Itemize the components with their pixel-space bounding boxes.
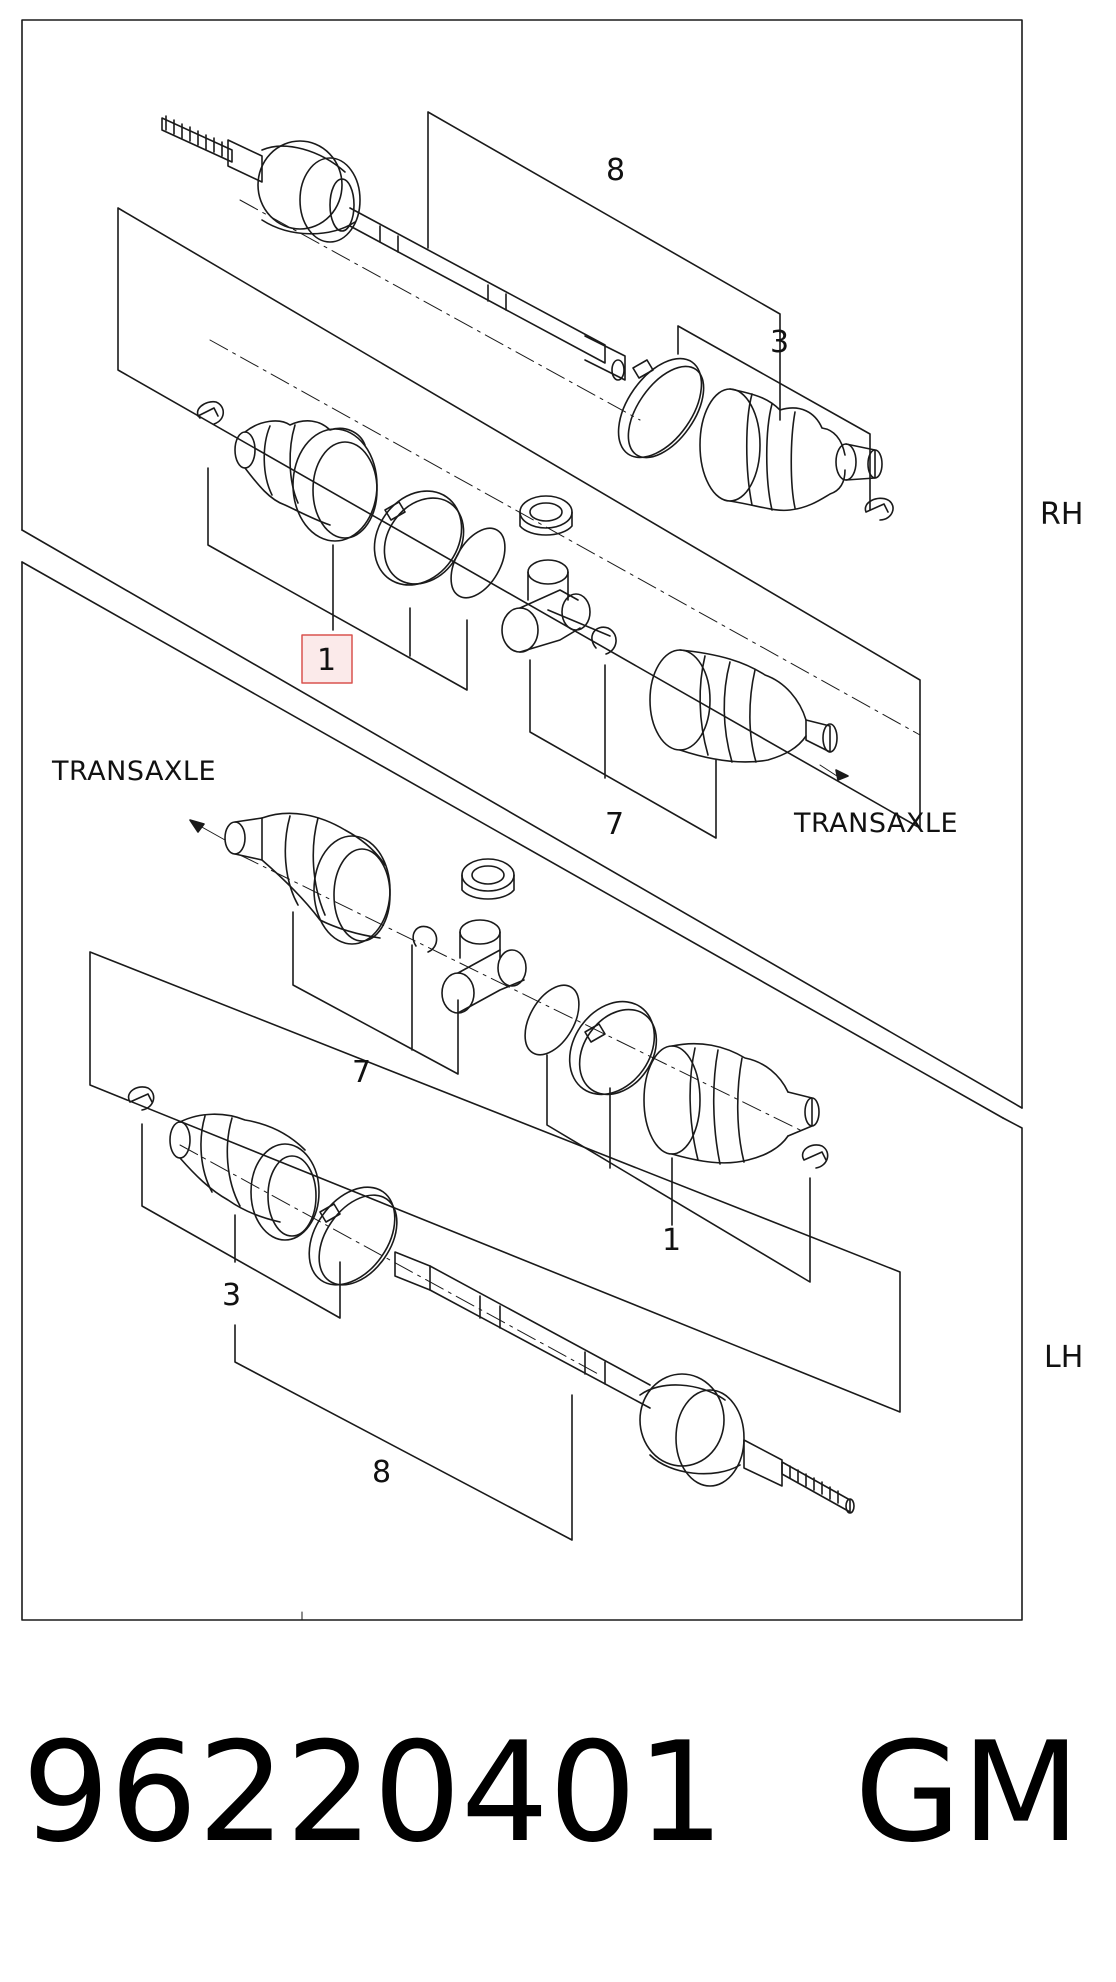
lh-axle-shaft (394, 1251, 855, 1514)
rh-inner-clamp (373, 490, 465, 586)
rh-bushing (519, 495, 573, 536)
lh-callout-3: 3 (222, 1278, 241, 1313)
rh-bracket-3 (677, 325, 871, 511)
lh-small-clip-right (801, 1144, 829, 1169)
lh-bracket-7 (292, 911, 459, 1075)
brand-name: GM (854, 1712, 1081, 1873)
lh-inner-boot (224, 812, 391, 945)
lh-tripod (441, 919, 527, 1014)
rh-small-clip-right (864, 497, 894, 521)
rh-tripod (501, 559, 611, 653)
lh-bushing (461, 858, 515, 900)
lh-side-label: LH (1044, 1340, 1083, 1375)
rh-frame (21, 19, 1023, 1109)
lh-frame-diagonal (21, 561, 1004, 1119)
lh-frame (21, 561, 1023, 1621)
transaxle-label-right: TRANSAXLE (793, 808, 958, 839)
rh-axle-shaft (161, 115, 626, 381)
rh-snap-ring (450, 527, 506, 599)
rh-bracket-7 (529, 659, 717, 839)
lh-bracket-3 (141, 1123, 341, 1319)
rh-callout-1: 1 (317, 643, 336, 678)
lh-inner-clamp (568, 1000, 658, 1096)
lh-callout-1: 1 (662, 1223, 681, 1258)
lh-bracket-8 (234, 1324, 573, 1541)
lh-callout-8: 8 (372, 1455, 391, 1490)
lh-snap-ring (524, 984, 580, 1056)
highlight-box (301, 634, 353, 684)
rh-callout-3: 3 (770, 325, 789, 360)
lh-small-clip-left (127, 1086, 155, 1111)
rh-outer-boot (699, 388, 883, 512)
lh-circlip (412, 925, 438, 953)
rh-bracket-8 (427, 111, 781, 334)
rh-frame-diagonal (21, 529, 1023, 1109)
lh-bracket-outer (89, 951, 901, 1413)
rh-circlip (591, 626, 617, 655)
rh-callout-8: 8 (606, 153, 625, 188)
part-number: 96220401 (22, 1712, 725, 1873)
rh-side-label: RH (1040, 497, 1083, 532)
lh-callout-7: 7 (352, 1055, 371, 1090)
rh-bracket-1 (207, 467, 468, 691)
lh-outer-boot-lower (169, 1113, 320, 1241)
lh-outer-clamp (308, 1186, 398, 1286)
transaxle-label-left: TRANSAXLE (51, 756, 216, 787)
rh-inner-boot-lower (649, 649, 838, 763)
rh-outer-clamp (617, 357, 705, 459)
exploded-view-diagram: 8 3 1 7 TRANSAXLE TRANSAXLE 7 1 3 8 RH L… (21, 19, 1083, 1621)
lh-outer-boot (643, 1042, 820, 1165)
lh-bracket-1 (546, 1054, 811, 1283)
rh-small-clip-left (196, 400, 225, 425)
rh-inner-boot (234, 420, 378, 542)
rh-bracket-outer (117, 207, 921, 829)
rh-callout-7: 7 (605, 807, 624, 842)
